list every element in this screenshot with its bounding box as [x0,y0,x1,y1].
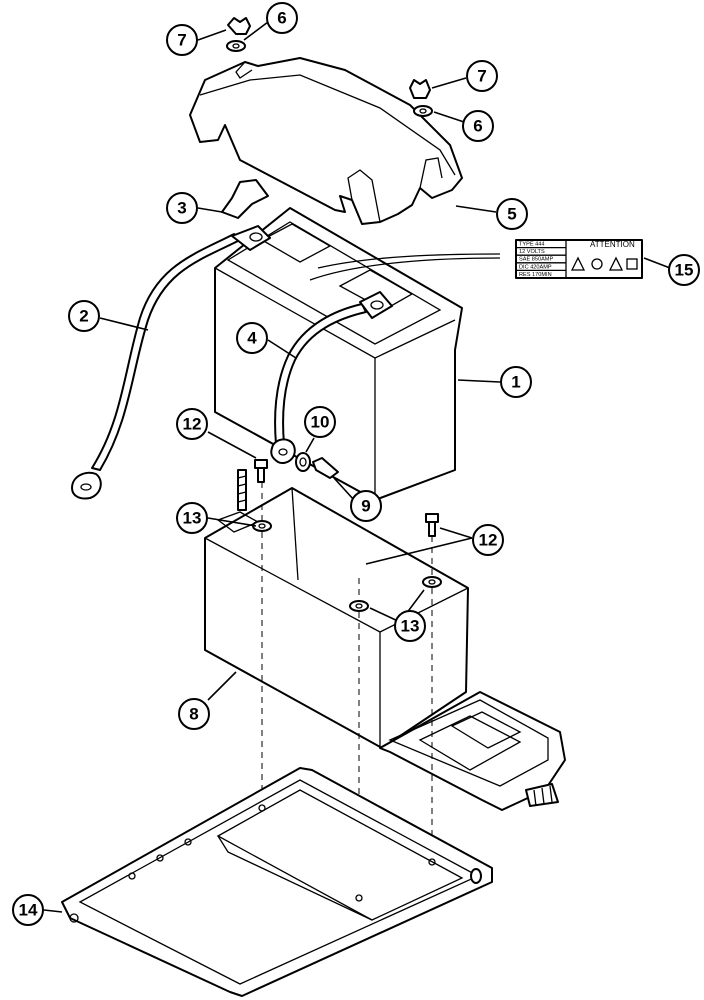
callout-2: 2 [68,300,100,332]
callout-6-left: 6 [266,2,298,34]
battery [214,207,501,501]
callout-13-right: 13 [394,610,426,642]
callout-14: 14 [12,894,44,926]
tray-bolt-right [425,513,439,537]
stud [237,469,247,511]
callout-14-number: 14 [19,901,38,920]
callout-3-number: 3 [177,199,186,218]
callout-15: 15 [668,254,700,286]
callout-9-number: 9 [361,497,370,516]
callout-1: 1 [500,366,532,398]
label-heading: ATTENTION [590,240,635,249]
alignment-lines [261,482,433,898]
terminal-bolt [312,457,339,479]
washer-left [226,40,246,52]
warning-symbols [570,256,638,271]
wing-nut-left [227,17,251,35]
callout-12-right-number: 12 [479,531,498,550]
callout-7-left-number: 7 [177,31,186,50]
label-line-2: 12 VOLTS [519,249,545,255]
washer-right [413,105,433,117]
callout-12-left-number: 12 [183,415,202,434]
mounting-frame [61,767,493,997]
callout-6-left-number: 6 [277,9,286,28]
warning-label: TYPE 444 12 VOLTS SAE 850AMP DIC 420AMP … [515,239,643,279]
label-line-3: SAE 850AMP [519,257,553,263]
callout-6-right-number: 6 [473,117,482,136]
callout-4: 4 [236,322,268,354]
tray-bolt-left [254,459,268,483]
callout-13-right-number: 13 [401,617,420,636]
callout-12-left: 12 [176,408,208,440]
callout-13-left-number: 13 [183,509,202,528]
callout-13-left: 13 [176,502,208,534]
ground-cable [71,225,271,500]
positive-cable [270,291,393,464]
callout-5-number: 5 [507,205,516,224]
callout-10: 10 [304,406,336,438]
callout-12-right: 12 [472,524,504,556]
callout-7-left: 7 [166,24,198,56]
callout-15-number: 15 [675,261,694,280]
callout-2-number: 2 [79,307,88,326]
terminal-washer [295,452,311,472]
callout-9: 9 [350,490,382,522]
label-line-1: TYPE 444 [519,242,545,248]
callout-8-number: 8 [189,705,198,724]
label-line-5: RES 170MIN [519,272,552,278]
callout-7-right-number: 7 [477,67,486,86]
terminal-boot [221,179,269,219]
battery-tray [204,487,566,811]
label-line-4: DIC 420AMP [519,264,552,270]
callout-6-right: 6 [462,110,494,142]
callout-5: 5 [496,198,528,230]
wing-nut-right [409,79,431,99]
callout-1-number: 1 [511,373,520,392]
callout-10-number: 10 [311,413,330,432]
callout-7-right: 7 [466,60,498,92]
callout-3: 3 [166,192,198,224]
callout-8: 8 [178,698,210,730]
callout-4-number: 4 [247,329,257,348]
battery-cover [189,57,463,225]
